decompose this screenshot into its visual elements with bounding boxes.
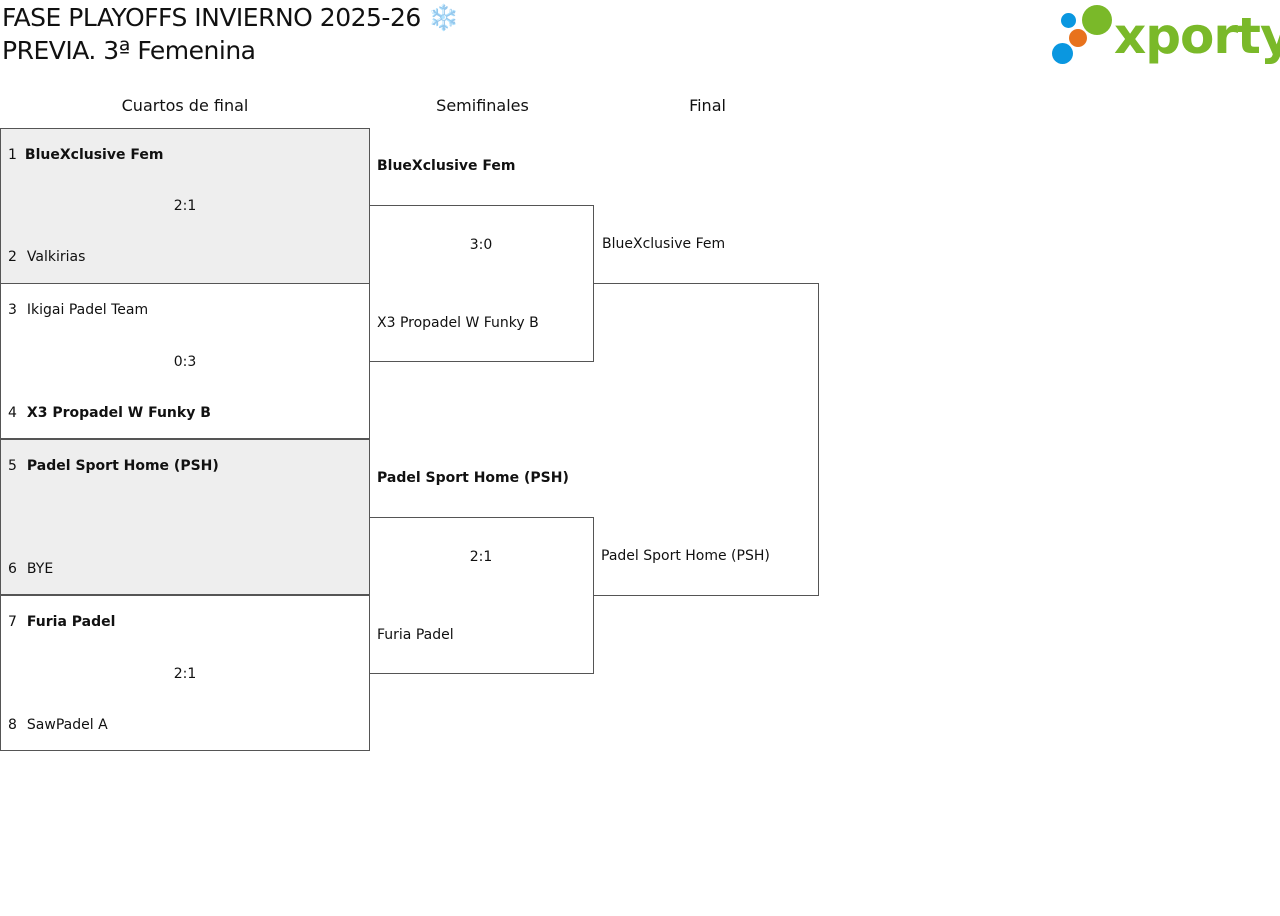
xporty-logo: xporty (1052, 5, 1280, 67)
seed-number: 7 (8, 614, 17, 630)
final-match: Padel Sport Home (PSH) (594, 283, 819, 596)
logo-dot-orange (1069, 29, 1087, 47)
qf3-bottom-entry: 6 BYE (8, 560, 53, 578)
qf2-top-entry: 3 Ikigai Padel Team (8, 301, 148, 319)
team-name: BYE (26, 561, 54, 577)
semifinal-match-2: 2:1 Furia Padel (369, 517, 594, 674)
logo-dot-blue-large (1052, 43, 1073, 64)
qf1-bottom-entry: 2 Valkirias (8, 248, 85, 266)
match-score: 2:1 (469, 549, 493, 565)
sf1-top-team: BlueXclusive Fem (377, 158, 516, 174)
seed-number: 4 (8, 405, 17, 421)
team-name: Ikigai Padel Team (26, 302, 149, 318)
qf4-top-entry: 7 Furia Padel (8, 613, 115, 631)
team-name: Padel Sport Home (PSH) (26, 458, 219, 474)
semifinal-match-1: 3:0 X3 Propadel W Funky B (369, 205, 594, 362)
team-name: SawPadel A (26, 717, 108, 733)
logo-wordmark: xporty (1114, 7, 1280, 65)
match-score: 2:1 (173, 666, 197, 682)
qf4-bottom-entry: 8 SawPadel A (8, 716, 108, 734)
team-name: Valkirias (26, 249, 86, 265)
team-name: BlueXclusive Fem (24, 147, 164, 163)
final-top-team: BlueXclusive Fem (602, 236, 726, 252)
final-bottom-team: Padel Sport Home (PSH) (601, 548, 770, 564)
page-title-line-1: FASE PLAYOFFS INVIERNO 2025-26 ❄️ (2, 3, 459, 32)
round-heading-final: Final (689, 96, 726, 115)
qf1-top-entry: 1 BlueXclusive Fem (8, 146, 163, 164)
quarterfinal-match-4: 7 Furia Padel 2:1 8 SawPadel A (0, 595, 370, 751)
seed-number: 8 (8, 717, 17, 733)
match-score: 3:0 (469, 237, 493, 253)
sf2-top-team: Padel Sport Home (PSH) (377, 470, 569, 486)
seed-number: 3 (8, 302, 17, 318)
round-heading-quarterfinals: Cuartos de final (121, 96, 249, 115)
team-name: Furia Padel (26, 614, 116, 630)
seed-number: 2 (8, 249, 17, 265)
match-score: 0:3 (173, 354, 197, 370)
sf2-bottom-team: Furia Padel (377, 627, 454, 643)
quarterfinal-match-1: 1 BlueXclusive Fem 2:1 2 Valkirias (0, 128, 370, 284)
sf1-bottom-team: X3 Propadel W Funky B (377, 315, 539, 331)
quarterfinal-match-2: 3 Ikigai Padel Team 0:3 4 X3 Propadel W Fu… (0, 283, 370, 439)
seed-number: 5 (8, 458, 17, 474)
quarterfinal-match-3: 5 Padel Sport Home (PSH) 6 BYE (0, 439, 370, 595)
round-heading-semifinals: Semifinales (436, 96, 529, 115)
match-score: 2:1 (173, 198, 197, 214)
seed-number: 1 (8, 147, 17, 163)
team-name: X3 Propadel W Funky B (26, 405, 211, 421)
qf3-top-entry: 5 Padel Sport Home (PSH) (8, 457, 219, 475)
seed-number: 6 (8, 561, 17, 577)
logo-dot-green (1082, 5, 1112, 35)
qf2-bottom-entry: 4 X3 Propadel W Funky B (8, 404, 211, 422)
page-title-line-2: PREVIA. 3ª Femenina (2, 36, 256, 65)
logo-dot-blue-small (1061, 13, 1076, 28)
